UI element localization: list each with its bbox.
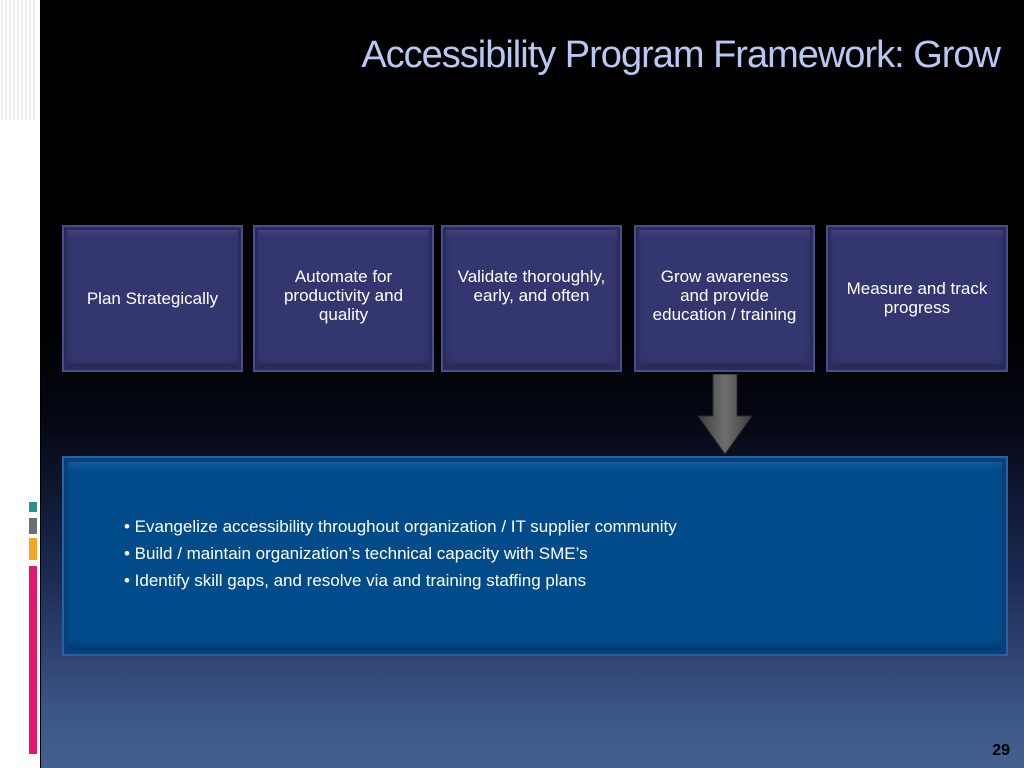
step-validate: Validate thoroughly, early, and often [441,225,622,372]
down-arrow-icon [698,374,752,455]
step-plan-strategically: Plan Strategically [62,225,243,372]
step-measure: Measure and track progress [826,225,1008,372]
step-label: Validate thoroughly, early, and often [457,267,606,305]
left-decorative-strip [0,0,40,768]
detail-item: • Build / maintain organization’s techni… [124,544,588,563]
step-label: Automate for productivity and quality [283,267,404,324]
step-label: Measure and track progress [846,279,988,317]
stripe-pink [29,566,37,754]
step-grow-awareness: Grow awareness and provide education / t… [634,225,815,372]
detail-item: • Evangelize accessibility throughout or… [124,517,677,536]
step-label: Plan Strategically [86,289,219,308]
decorative-lines [0,0,40,130]
stripe-orange [29,538,37,560]
step-automate: Automate for productivity and quality [253,225,434,372]
stripe-gray [29,518,37,534]
detail-list: • Evangelize accessibility throughout or… [124,513,677,594]
page-number: 29 [992,742,1010,759]
slide-title: Accessibility Program Framework: Grow [361,34,1001,76]
grow-details-panel: • Evangelize accessibility throughout or… [62,456,1008,656]
detail-item: • Identify skill gaps, and resolve via a… [124,571,587,590]
stripe-teal [29,502,37,512]
step-label: Grow awareness and provide education / t… [652,267,797,324]
